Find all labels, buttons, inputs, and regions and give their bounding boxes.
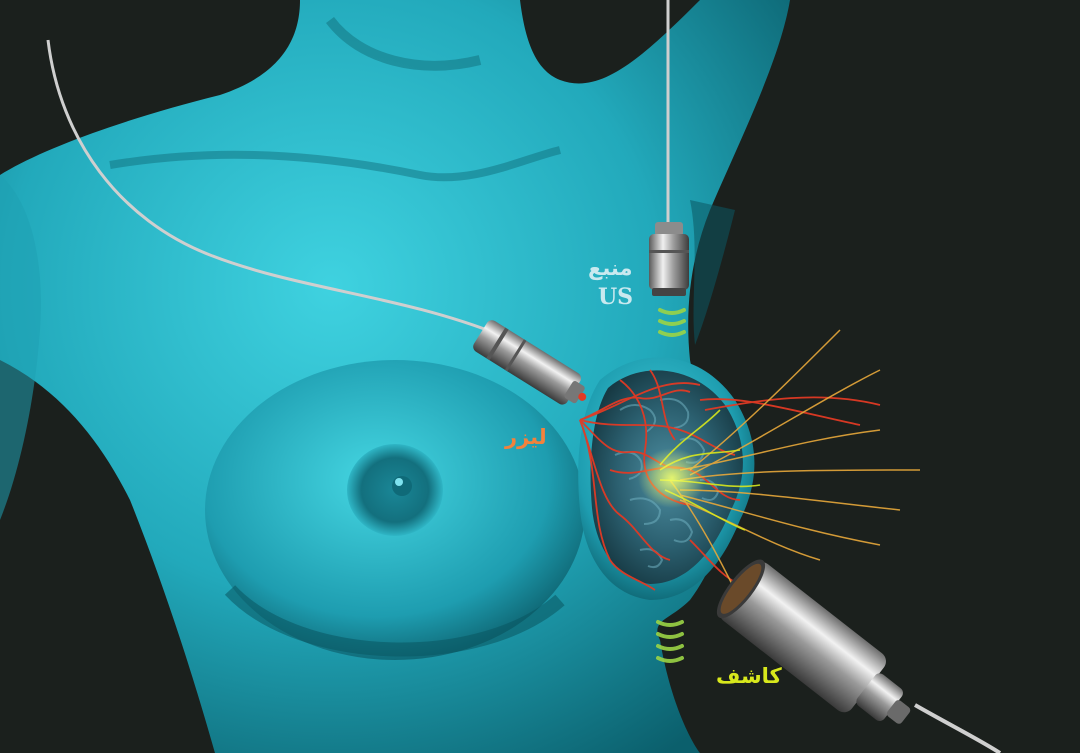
us-source-label: منبع (588, 256, 633, 280)
laser-label: ليزر (505, 425, 547, 449)
detector-label: كاشف (716, 664, 782, 688)
left-nipple-highlight (395, 478, 403, 486)
us-abbrev-label: US (598, 284, 633, 310)
left-nipple (392, 476, 412, 496)
tumor-glow (638, 448, 706, 508)
